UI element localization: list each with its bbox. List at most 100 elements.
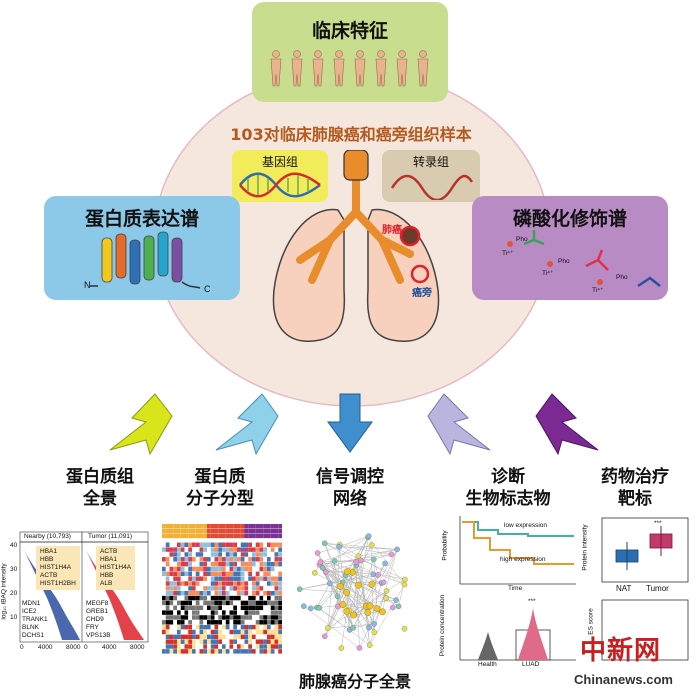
heatmap-cell	[229, 571, 234, 577]
heatmap-cell	[195, 528, 200, 534]
heatmap-cell	[180, 528, 185, 534]
heatmap-cell	[248, 533, 252, 539]
heatmap-cell	[233, 586, 237, 591]
tumor-top-genes: ACTB HBA1 HIST1H4A HBB ALB	[96, 546, 136, 590]
heatmap-cell	[278, 586, 282, 591]
heatmap-cell	[207, 610, 211, 615]
tumor-curve	[84, 546, 144, 640]
heatmap-cell	[278, 571, 282, 577]
heatmap-cell	[192, 557, 196, 562]
heatmap-cell	[218, 547, 222, 552]
heatmap-cell	[184, 634, 189, 640]
heatmap-cell	[195, 615, 200, 620]
heatmap-cell	[192, 566, 196, 572]
heatmap-cell	[274, 581, 279, 586]
heatmap-cell	[214, 561, 219, 567]
ytick-30: 30	[10, 566, 18, 573]
heatmap-cell	[270, 610, 275, 615]
network-node	[364, 609, 372, 616]
heatmap-cell	[225, 624, 230, 630]
heatmap-cell	[225, 571, 230, 577]
heatmap-cell	[233, 639, 237, 644]
heatmap-cell	[188, 552, 192, 557]
heatmap-cell	[259, 639, 264, 644]
heatmap-cell	[270, 620, 275, 625]
heatmap-cell	[184, 576, 189, 581]
main-title: 103对临床肺腺癌和癌旁组织样本	[230, 125, 472, 144]
heatmap-cell	[180, 639, 185, 644]
heatmap-cell	[244, 610, 249, 615]
network-node	[331, 558, 338, 564]
heatmap-cell	[274, 586, 279, 591]
heatmap-cell	[233, 624, 237, 630]
network-node	[343, 589, 350, 596]
heatmap-cell	[229, 639, 234, 644]
patient-figure	[312, 50, 324, 87]
heatmap-cell	[180, 533, 185, 539]
heatmap-cell	[252, 600, 256, 606]
heatmap-cell	[252, 566, 256, 572]
heatmap-cell	[210, 581, 215, 586]
heatmap-cell	[252, 644, 256, 649]
network-node	[338, 645, 345, 651]
heatmap-cell	[203, 586, 207, 591]
network-node	[380, 579, 387, 586]
heatmap-cell	[195, 571, 200, 577]
heatmap-cell	[210, 624, 215, 630]
heatmap-cell	[274, 566, 279, 572]
heatmap-cell	[192, 571, 196, 577]
heatmap-cell	[252, 524, 256, 529]
heatmap-cell	[188, 576, 192, 581]
network-edge	[352, 549, 398, 628]
section3-line2: 网络	[333, 489, 367, 509]
heatmap-cell	[225, 591, 230, 596]
heatmap-cell	[207, 649, 211, 654]
heatmap-cell	[180, 634, 185, 640]
network-node	[356, 645, 363, 651]
network-node	[319, 565, 326, 571]
section-drug-targets: 药物治疗 靶标	[580, 466, 690, 510]
heatmap-cell	[240, 533, 245, 539]
heatmap-cell	[218, 591, 222, 596]
heatmap-cell	[274, 595, 279, 601]
heatmap-cell	[237, 576, 241, 581]
heatmap-cell	[169, 581, 174, 586]
heatmap-cell	[233, 542, 237, 547]
heatmap-cell	[255, 566, 260, 572]
membrane-protein-icon	[90, 231, 201, 289]
heatmap-cell	[267, 610, 271, 615]
heatmap-cell	[207, 591, 211, 596]
network-edge	[324, 543, 398, 550]
heatmap-cell	[192, 561, 196, 567]
heatmap-cell	[184, 591, 189, 596]
heatmap-cell	[203, 620, 207, 625]
heatmap-cell	[165, 605, 170, 610]
heatmap-cell	[199, 586, 204, 591]
network-node	[371, 621, 377, 627]
heatmap-cell	[237, 533, 241, 539]
heatmap-cell	[169, 610, 174, 615]
heatmap-cell	[225, 528, 230, 534]
heatmap-cell	[177, 581, 181, 586]
heatmap-cell	[173, 624, 177, 630]
heatmap-cell	[233, 561, 237, 567]
heatmap-cell	[180, 615, 185, 620]
heatmap-cell	[233, 644, 237, 649]
heatmap-cell	[270, 576, 275, 581]
heatmap-cell	[263, 610, 267, 615]
heatmap-cell	[203, 547, 207, 552]
heatmap-cell	[248, 542, 252, 547]
patient-figure	[333, 50, 345, 87]
heatmap-cell	[237, 566, 241, 572]
network-node	[383, 595, 389, 601]
heatmap-cell	[210, 524, 215, 529]
nat-label: 癌旁	[412, 288, 432, 299]
heatmap-cell	[188, 542, 192, 547]
heatmap-cell	[270, 600, 275, 606]
heatmap-cell	[203, 561, 207, 567]
heatmap-cell	[169, 542, 174, 547]
heatmap-cell	[207, 533, 211, 539]
network-edge	[334, 560, 357, 563]
heatmap-cell	[229, 566, 234, 572]
heatmap-cell	[270, 644, 275, 649]
